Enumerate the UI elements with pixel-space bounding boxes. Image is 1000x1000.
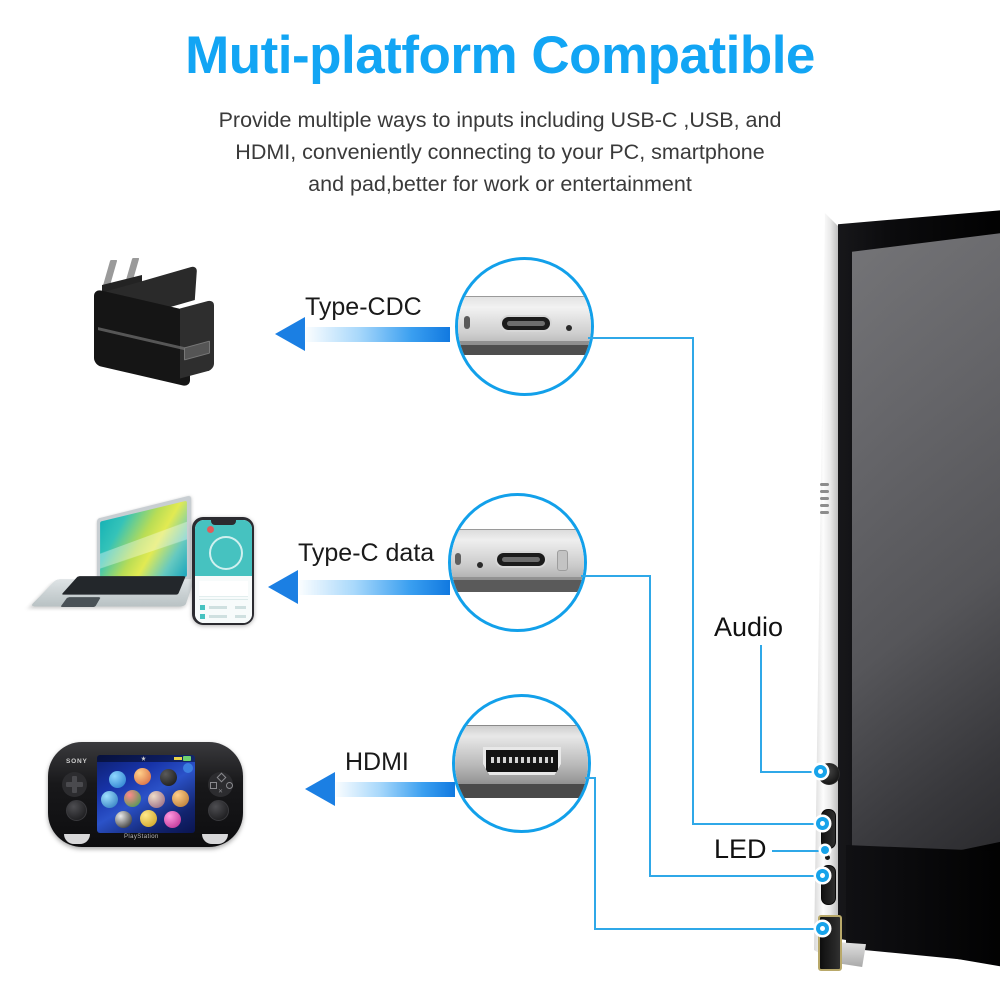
led-indicator [825, 855, 830, 860]
leader-type-cdc-v [692, 337, 694, 824]
leader-audio-v [760, 645, 762, 773]
port-dot-audio-center [818, 769, 823, 774]
sony-playstation-vita: SONY PlayStation ✕ [48, 742, 243, 847]
leader-hdmi-h1 [585, 777, 596, 779]
console-screen [97, 755, 195, 833]
port-dot-led [821, 846, 829, 854]
callout-hdmi [452, 694, 591, 833]
leader-type-c-data-h1 [581, 575, 651, 577]
label-type-cdc: Type-CDC [305, 293, 422, 321]
port-dot-hdmi-center [820, 926, 825, 931]
label-type-c-data: Type-C data [298, 539, 435, 567]
speaker-grille-icon [820, 483, 829, 521]
subtitle-line-1: Provide multiple ways to inputs includin… [218, 108, 782, 132]
laptop-keyboard [61, 576, 186, 595]
callout-type-cdc [455, 257, 594, 396]
laptop-trackpad [60, 597, 101, 608]
leader-type-c-data-v [649, 575, 651, 876]
arrow-hdmi [305, 772, 455, 806]
arrow-head-icon [275, 317, 305, 351]
arrow-type-cdc [275, 317, 450, 351]
portable-monitor [800, 205, 1000, 975]
smartphone-screen [194, 519, 252, 623]
leader-audio-h [760, 771, 820, 773]
arrow-head-icon [268, 570, 298, 604]
leader-type-cdc-h1 [588, 337, 694, 339]
arrow-head-icon [305, 772, 335, 806]
label-audio: Audio [714, 612, 784, 642]
subtitle-line-3: and pad,better for work or entertainment [308, 171, 692, 196]
laptop-computer [30, 495, 195, 620]
leader-type-c-data-h2 [649, 875, 822, 877]
port-dot-usb-c-1-center [820, 821, 825, 826]
leader-hdmi-h2 [594, 928, 822, 930]
smartphone [192, 517, 254, 625]
callout-type-c-data [448, 493, 587, 632]
page-title: Muti-platform Compatible [185, 26, 815, 85]
page-subtitle: Provide multiple ways to inputs includin… [150, 105, 850, 200]
console-footer-logo: PlayStation [124, 834, 159, 840]
port-dot-usb-c-2-center [820, 873, 825, 878]
console-brand: SONY [66, 758, 88, 765]
usb-power-adapter [88, 258, 223, 388]
arrow-type-c-data [268, 570, 450, 604]
subtitle-line-2: HDMI, conveniently connecting to your PC… [235, 139, 765, 164]
leader-type-cdc-h2 [692, 823, 822, 825]
label-hdmi: HDMI [345, 748, 409, 776]
leader-led-h [772, 850, 824, 852]
leader-hdmi-v [594, 777, 596, 930]
label-led: LED [714, 834, 767, 864]
monitor-screen [852, 231, 1000, 873]
